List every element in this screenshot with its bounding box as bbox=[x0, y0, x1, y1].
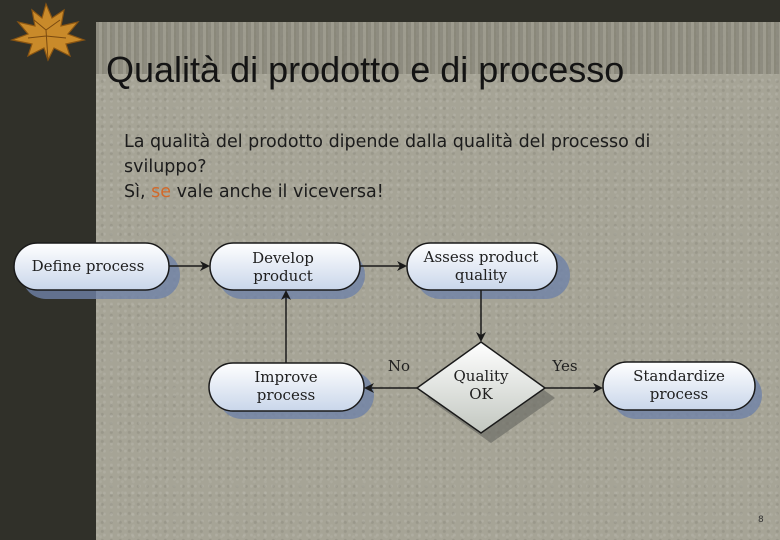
node-label-improve-line2: process bbox=[257, 386, 315, 404]
node-quality-ok-decision: Quality OK bbox=[415, 341, 555, 443]
node-label-assess-line1: Assess product bbox=[423, 248, 539, 266]
title-band bbox=[96, 22, 780, 74]
node-develop-product: Develop product bbox=[209, 242, 365, 299]
top-strip bbox=[0, 0, 780, 22]
node-label-improve-line1: Improve bbox=[254, 368, 317, 386]
body-text: La qualità del prodotto dipende dalla qu… bbox=[124, 130, 650, 205]
node-label-develop-line1: Develop bbox=[252, 249, 314, 267]
edge-label-no: No bbox=[388, 357, 410, 375]
maple-leaf-icon bbox=[9, 2, 87, 62]
body-line-3: Sì, se vale anche il viceversa! bbox=[124, 180, 650, 205]
node-label-standardize-line2: process bbox=[650, 385, 708, 403]
node-label-decision-line2: OK bbox=[469, 385, 493, 403]
node-standardize-process: Standardize process bbox=[602, 361, 762, 419]
node-label-decision-line1: Quality bbox=[454, 367, 510, 385]
body-line-1: La qualità del prodotto dipende dalla qu… bbox=[124, 132, 651, 152]
body-line-2: sviluppo? bbox=[124, 157, 207, 177]
node-label-develop-line2: product bbox=[253, 267, 313, 285]
node-assess-product-quality: Assess product quality bbox=[406, 242, 570, 299]
body-line-3-end: vale anche il viceversa! bbox=[171, 182, 384, 202]
body-emphasis-se: se bbox=[151, 182, 171, 202]
node-label-standardize-line1: Standardize bbox=[633, 367, 725, 385]
edge-label-yes: Yes bbox=[551, 357, 577, 375]
body-line-3-start: Sì, bbox=[124, 182, 152, 202]
node-label-assess-line2: quality bbox=[455, 266, 508, 284]
node-improve-process: Improve process bbox=[208, 362, 374, 419]
node-define-process: Define process bbox=[13, 242, 180, 299]
page-title: Qualità di prodotto e di processo bbox=[106, 49, 625, 90]
node-label-define-process: Define process bbox=[32, 257, 145, 275]
page-number: 8 bbox=[758, 515, 764, 525]
